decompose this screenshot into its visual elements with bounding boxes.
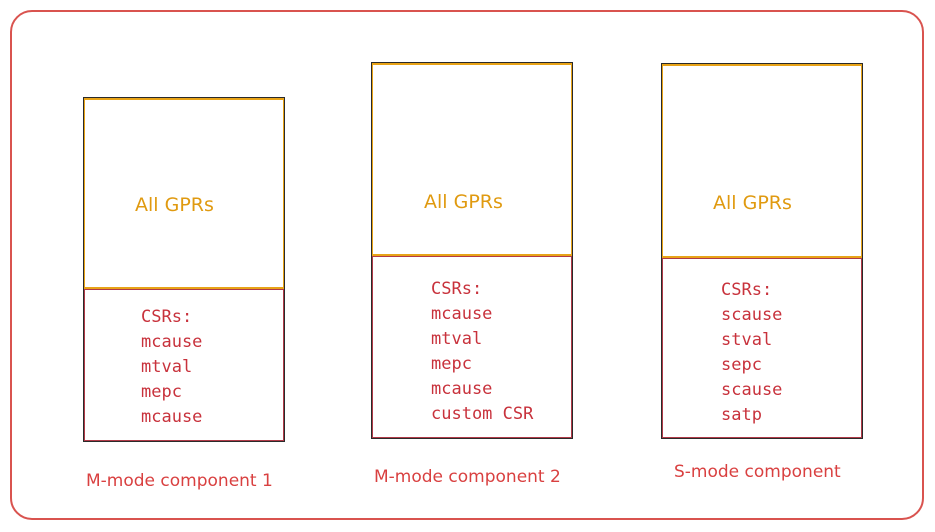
component-3-csr-item: scause bbox=[721, 305, 783, 325]
component-1-gpr-label: All GPRs bbox=[135, 194, 214, 216]
component-1-caption: M-mode component 1 bbox=[86, 471, 273, 491]
component-3-csr-title: CSRs: bbox=[721, 280, 773, 300]
component-3-caption: S-mode component bbox=[674, 462, 841, 482]
component-1-csr-item: mepc bbox=[141, 382, 182, 402]
component-2-csr-item: custom CSR bbox=[431, 404, 534, 424]
component-1-csr-item: mcause bbox=[141, 407, 203, 427]
diagram-frame bbox=[10, 10, 924, 520]
component-2-caption: M-mode component 2 bbox=[374, 467, 561, 487]
component-2-csr-item: mcause bbox=[431, 379, 493, 399]
component-3-csr-item: satp bbox=[721, 405, 762, 425]
component-2-gpr-section bbox=[372, 63, 572, 256]
component-3-csr-section bbox=[662, 258, 862, 438]
component-3-gpr-label: All GPRs bbox=[713, 192, 792, 214]
component-1-csr-title: CSRs: bbox=[141, 307, 193, 327]
component-3-csr-item: sepc bbox=[721, 355, 762, 375]
component-1-csr-item: mtval bbox=[141, 357, 193, 377]
component-1-csr-list: CSRs: mcause mtval mepc mcause bbox=[141, 305, 202, 430]
component-2-csr-section bbox=[372, 256, 572, 438]
component-1-csr-section bbox=[84, 289, 284, 441]
component-3-gpr-section bbox=[662, 64, 862, 258]
component-2-csr-title: CSRs: bbox=[431, 279, 483, 299]
component-2-gpr-label: All GPRs bbox=[424, 191, 503, 213]
component-3-csr-item: scause bbox=[721, 380, 783, 400]
component-1-csr-item: mcause bbox=[141, 332, 203, 352]
component-2-csr-list: CSRs: mcause mtval mepc mcause custom CS… bbox=[431, 277, 533, 427]
component-2-csr-item: mcause bbox=[431, 304, 493, 324]
component-1-gpr-section bbox=[84, 98, 284, 289]
component-3-csr-item: stval bbox=[721, 330, 773, 350]
component-2-csr-item: mepc bbox=[431, 354, 472, 374]
component-2-csr-item: mtval bbox=[431, 329, 483, 349]
component-3-csr-list: CSRs: scause stval sepc scause satp bbox=[721, 278, 782, 428]
